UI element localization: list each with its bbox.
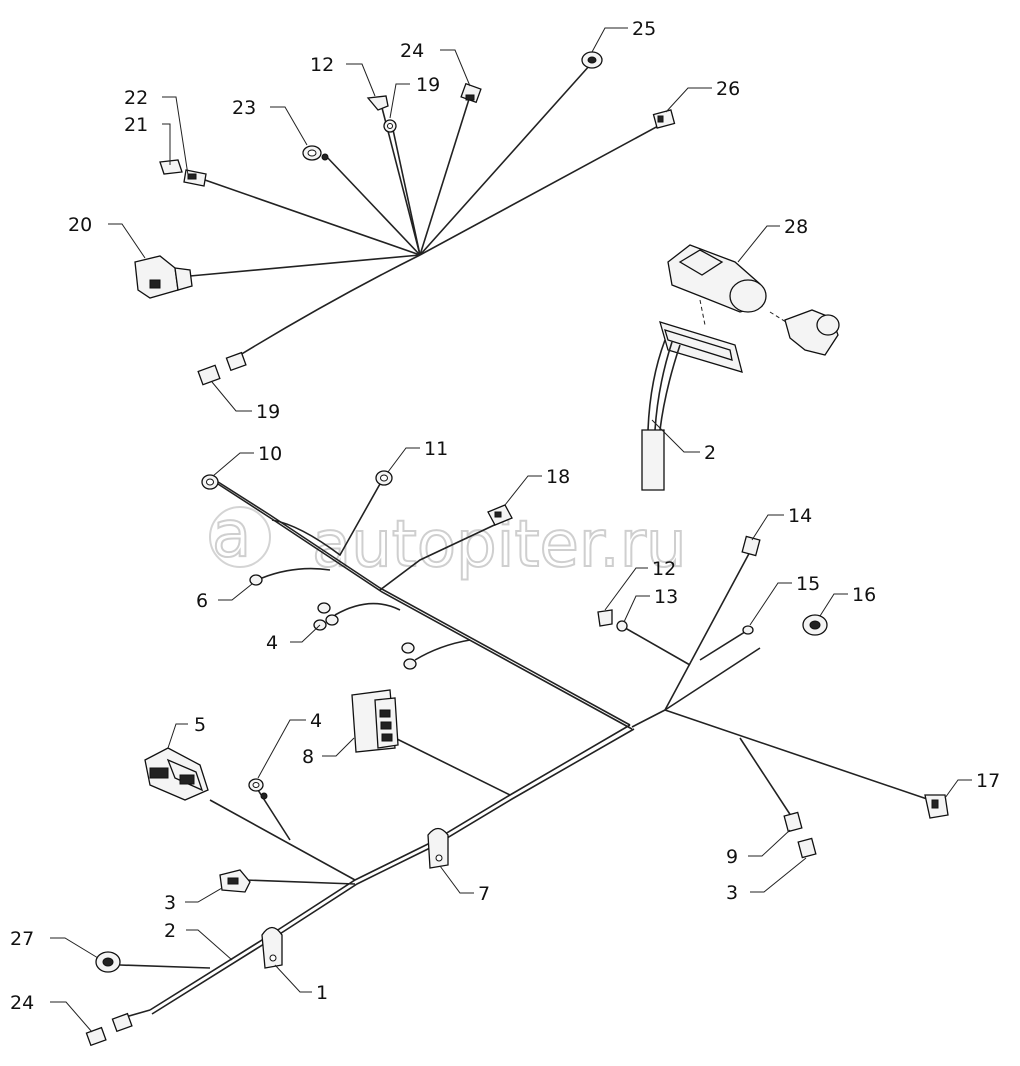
connector-26 xyxy=(652,109,676,129)
callout-15: 15 xyxy=(796,573,820,595)
connector-3-left xyxy=(219,869,251,893)
grommet-16 xyxy=(802,614,828,636)
ring-terminal-11 xyxy=(375,470,393,486)
watermark: a autopiter.ru xyxy=(209,497,688,583)
connector-19-bottom xyxy=(197,351,247,386)
callout-2-lower: 2 xyxy=(164,920,176,942)
callout-25: 25 xyxy=(632,18,656,40)
callout-16: 16 xyxy=(852,584,876,606)
terminals-4 xyxy=(313,602,339,631)
connector-17 xyxy=(924,794,949,819)
callout-23: 23 xyxy=(232,97,256,119)
callout-10: 10 xyxy=(258,443,282,465)
callout-12-lower: 12 xyxy=(652,558,676,580)
callout-24: 24 xyxy=(400,40,424,62)
svg-text:a: a xyxy=(212,498,251,572)
connector-14 xyxy=(741,535,761,557)
terminal-6 xyxy=(249,574,263,586)
grommet-25 xyxy=(581,51,603,69)
callout-3-left: 3 xyxy=(164,892,176,914)
connector-24-bottom xyxy=(85,1012,133,1047)
callout-12: 12 xyxy=(310,54,334,76)
relay-box-8 xyxy=(351,689,399,753)
ring-terminal-23 xyxy=(302,145,329,161)
callout-2-upper: 2 xyxy=(704,442,716,464)
terminal-12-top xyxy=(366,95,389,111)
connector-9 xyxy=(783,811,803,833)
callout-27: 27 xyxy=(10,928,34,950)
connector-24-top xyxy=(460,82,482,104)
terminals-unlabeled xyxy=(401,642,417,670)
callout-7: 7 xyxy=(478,883,490,905)
callout-19-lower: 19 xyxy=(256,401,280,423)
ring-terminal-4-bottom xyxy=(248,778,268,800)
callout-19: 19 xyxy=(416,74,440,96)
connector-18 xyxy=(487,504,513,526)
connector-28-assembly xyxy=(641,244,840,491)
callout-26: 26 xyxy=(716,78,740,100)
callout-4-lower: 4 xyxy=(310,710,322,732)
clip-1 xyxy=(261,926,283,969)
callout-11: 11 xyxy=(424,438,448,460)
callout-22: 22 xyxy=(124,87,148,109)
callout-9: 9 xyxy=(726,846,738,868)
connector-5 xyxy=(144,747,209,801)
callout-8: 8 xyxy=(302,746,314,768)
upper-harness xyxy=(134,51,676,386)
callout-5: 5 xyxy=(194,714,206,736)
connector-3-right xyxy=(797,837,817,859)
callout-13: 13 xyxy=(654,586,678,608)
terminal-15 xyxy=(742,625,754,635)
callout-3-right: 3 xyxy=(726,882,738,904)
callout-24-lower: 24 xyxy=(10,992,34,1014)
callout-20: 20 xyxy=(68,214,92,236)
callout-28: 28 xyxy=(784,216,808,238)
main-harness xyxy=(85,470,949,1047)
callout-1: 1 xyxy=(316,982,328,1004)
connector-20 xyxy=(134,255,193,299)
callout-18: 18 xyxy=(546,466,570,488)
terminal-12-13 xyxy=(597,609,628,632)
clip-7 xyxy=(427,827,449,869)
callout-labels: 25 24 12 19 26 22 21 23 20 28 19 2 10 11… xyxy=(10,18,1000,1014)
callout-4-upper: 4 xyxy=(266,632,278,654)
callout-21: 21 xyxy=(124,114,148,136)
leader-lines xyxy=(50,27,972,1033)
ring-terminal-10 xyxy=(201,474,219,490)
connector-21-22 xyxy=(159,159,207,187)
grommet-27 xyxy=(95,951,121,973)
callout-17: 17 xyxy=(976,770,1000,792)
ring-terminal-19-top xyxy=(383,119,397,133)
callout-6: 6 xyxy=(196,590,208,612)
callout-14: 14 xyxy=(788,505,812,527)
